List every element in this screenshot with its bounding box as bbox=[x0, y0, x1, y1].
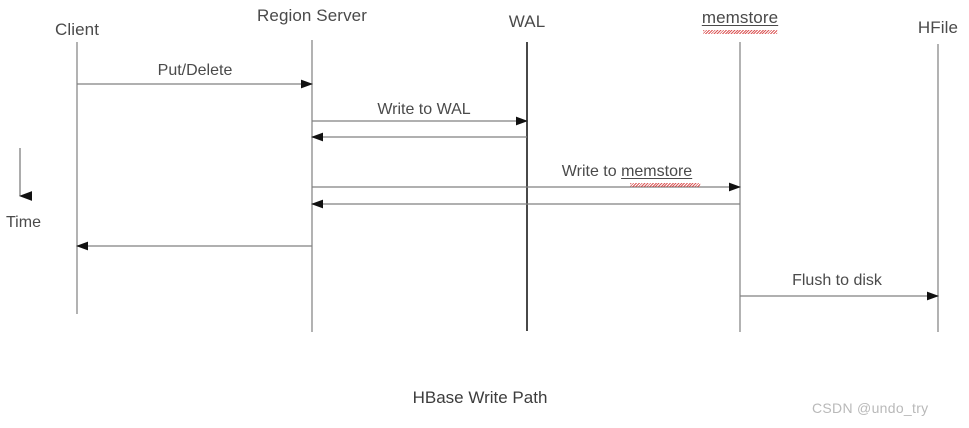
diagram-caption: HBase Write Path bbox=[412, 388, 548, 407]
lifeline-label-client: Client bbox=[54, 20, 100, 39]
lifeline-label-memstore: memstore bbox=[701, 8, 779, 27]
csdn-watermark: CSDN @undo_try bbox=[812, 400, 929, 416]
spellcheck-underline-write-to-memstore bbox=[630, 183, 700, 187]
time-axis-label: Time bbox=[6, 214, 41, 231]
messages-group bbox=[76, 79, 939, 301]
lifeline-label-region-server: Region Server bbox=[257, 6, 367, 25]
message-label-put-delete: Put/Delete bbox=[157, 62, 233, 79]
message-label-write-to-memstore: Write to memstore bbox=[561, 163, 693, 180]
lifeline-label-hfile: HFile bbox=[917, 18, 959, 37]
message-label-flush-to-disk: Flush to disk bbox=[792, 272, 882, 289]
message-label-write-to-wal: Write to WAL bbox=[377, 101, 471, 118]
spellcheck-underline-memstore bbox=[703, 30, 777, 34]
lifeline-label-wal: WAL bbox=[508, 12, 546, 31]
